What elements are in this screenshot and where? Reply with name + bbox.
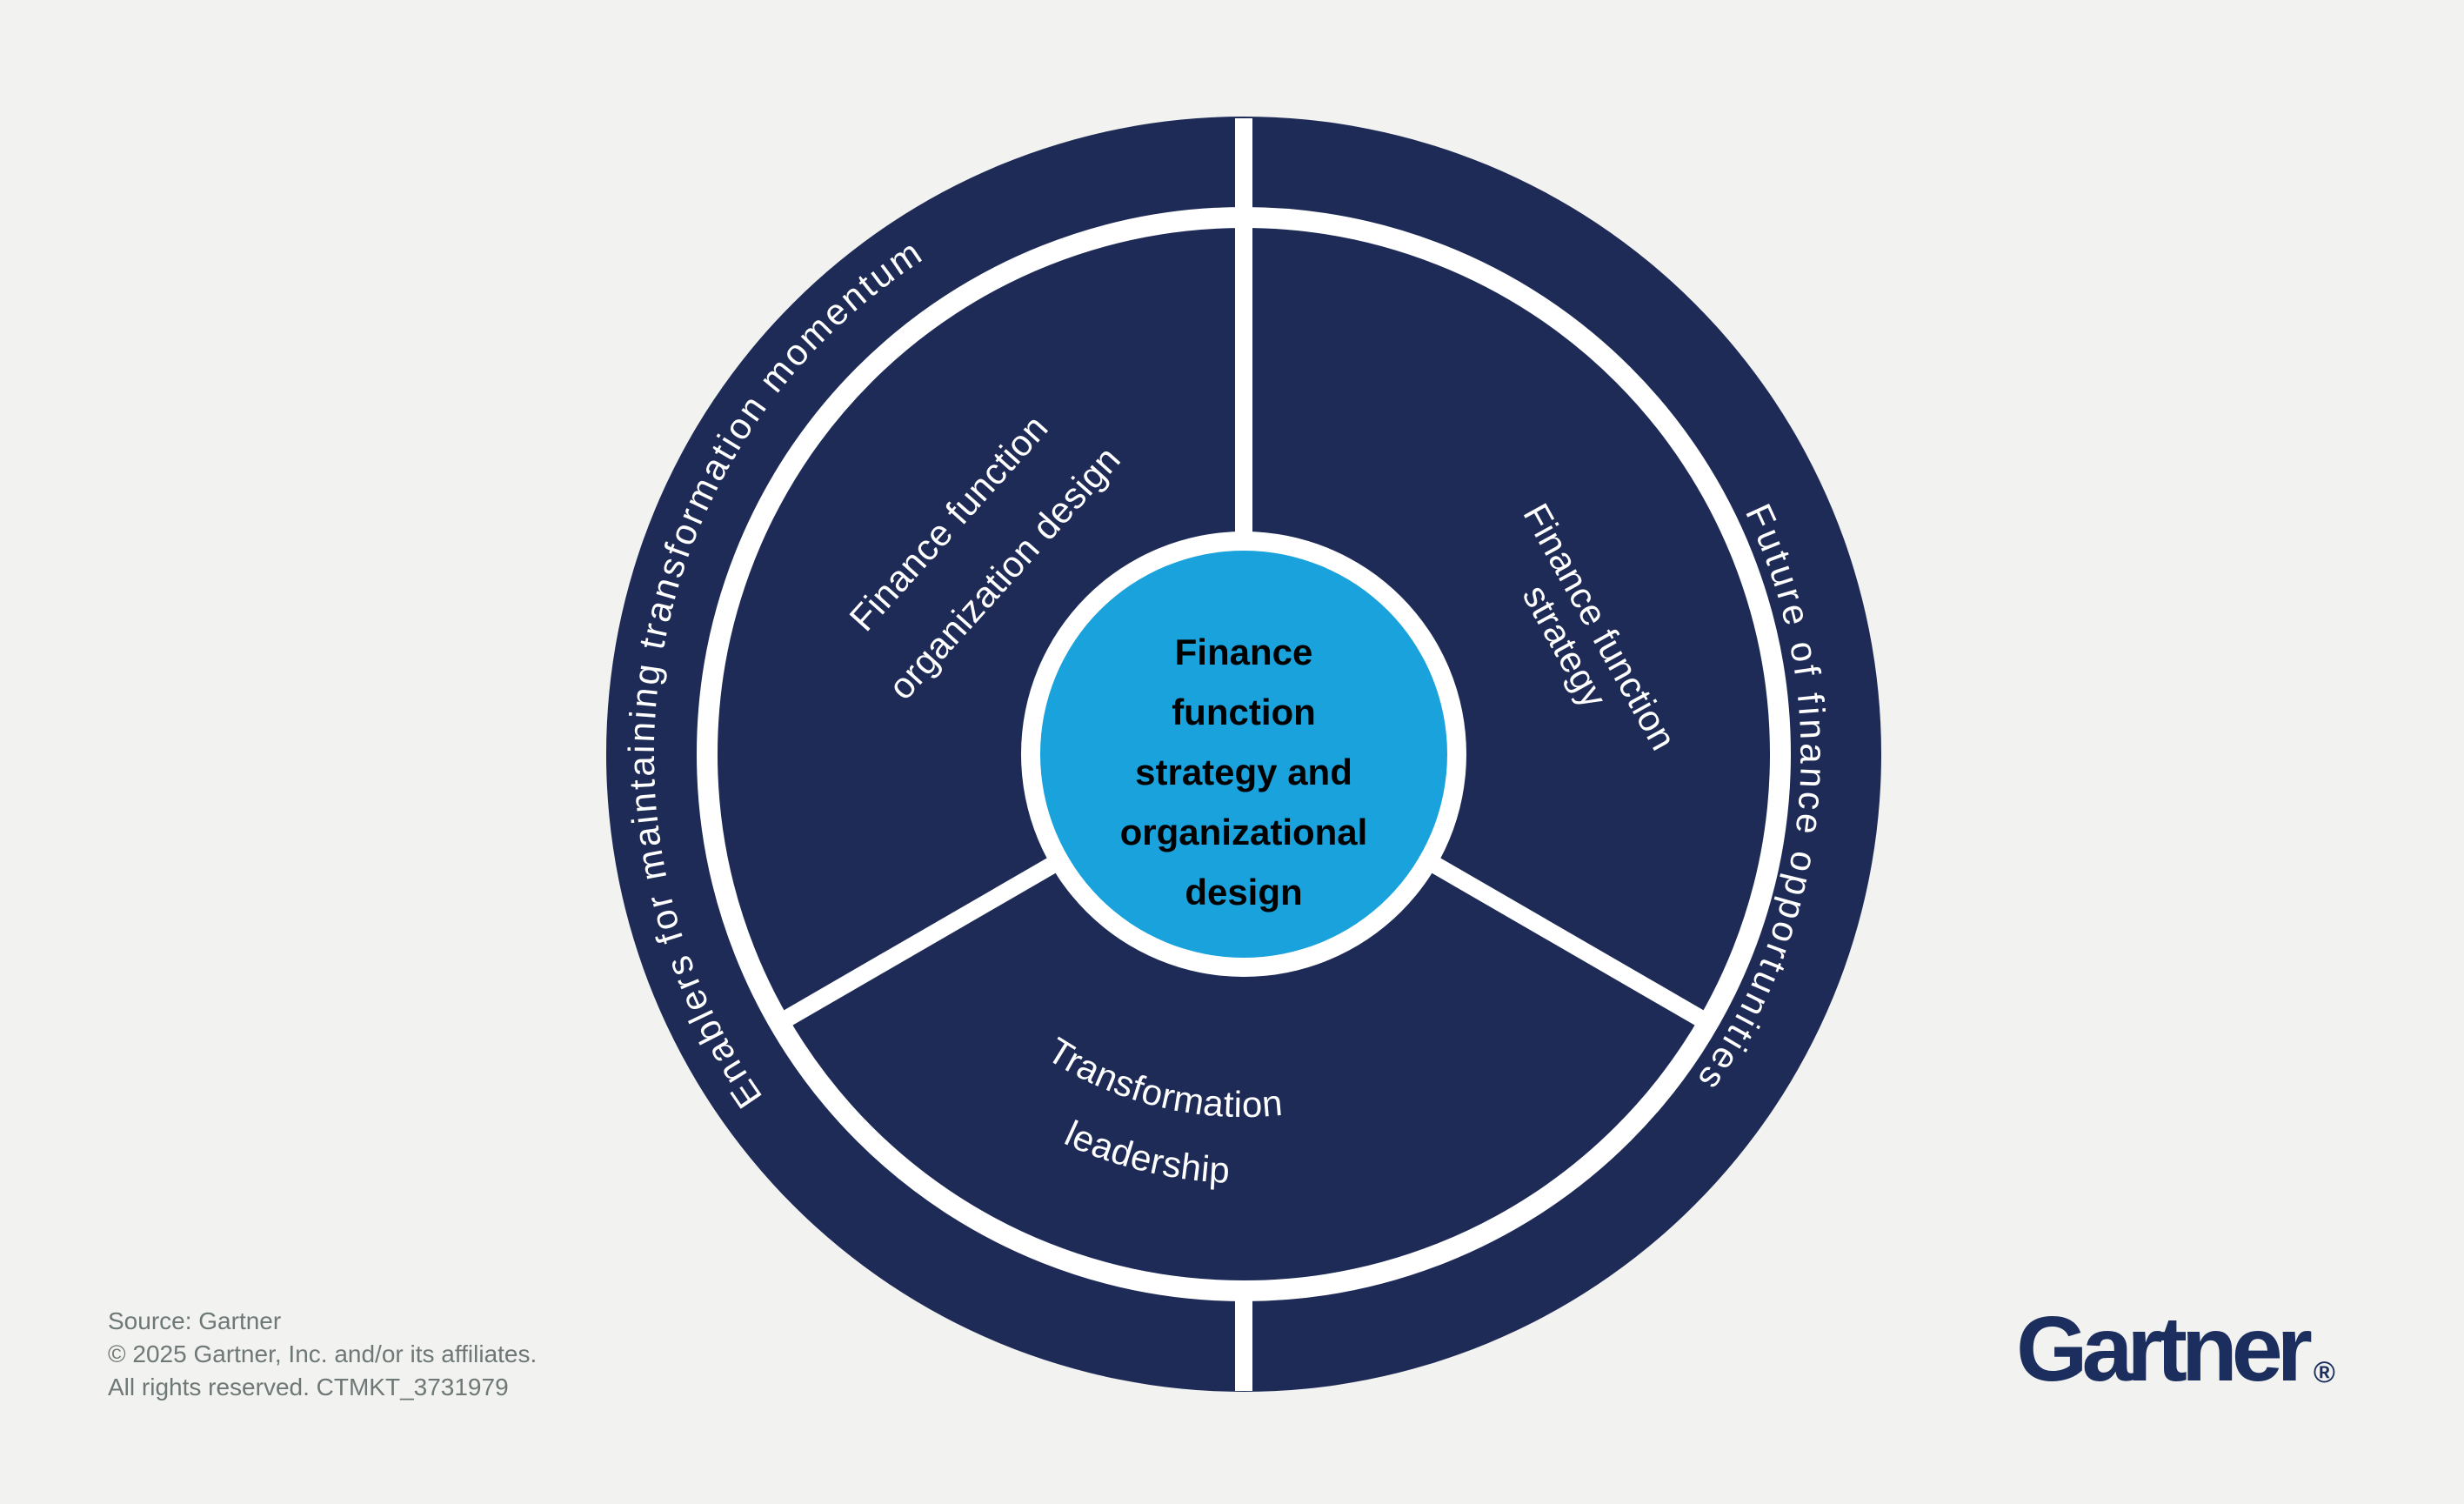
ring-divider-circle [697,207,1791,1301]
hub-label: Finance function strategy and organizati… [1120,632,1368,912]
hub-label-line1: Finance [1175,632,1313,672]
gartner-logo-text: Gartner [2016,1298,2313,1400]
hub-circle [1040,551,1447,958]
source-note: Source: Gartner © 2025 Gartner, Inc. and… [108,1305,537,1404]
hub-label-line5: design [1185,872,1302,912]
hub-label-line2: function [1172,692,1316,732]
gartner-logo: Gartner ® [2016,1303,2335,1395]
registered-trademark-icon: ® [2313,1356,2335,1389]
hub-label-line3: strategy and [1135,752,1352,792]
source-note-line3: All rights reserved. CTMKT_3731979 [108,1374,509,1400]
hub-label-line4: organizational [1120,812,1368,852]
source-note-line1: Source: Gartner [108,1307,282,1334]
source-note-line2: © 2025 Gartner, Inc. and/or its affiliat… [108,1340,538,1367]
